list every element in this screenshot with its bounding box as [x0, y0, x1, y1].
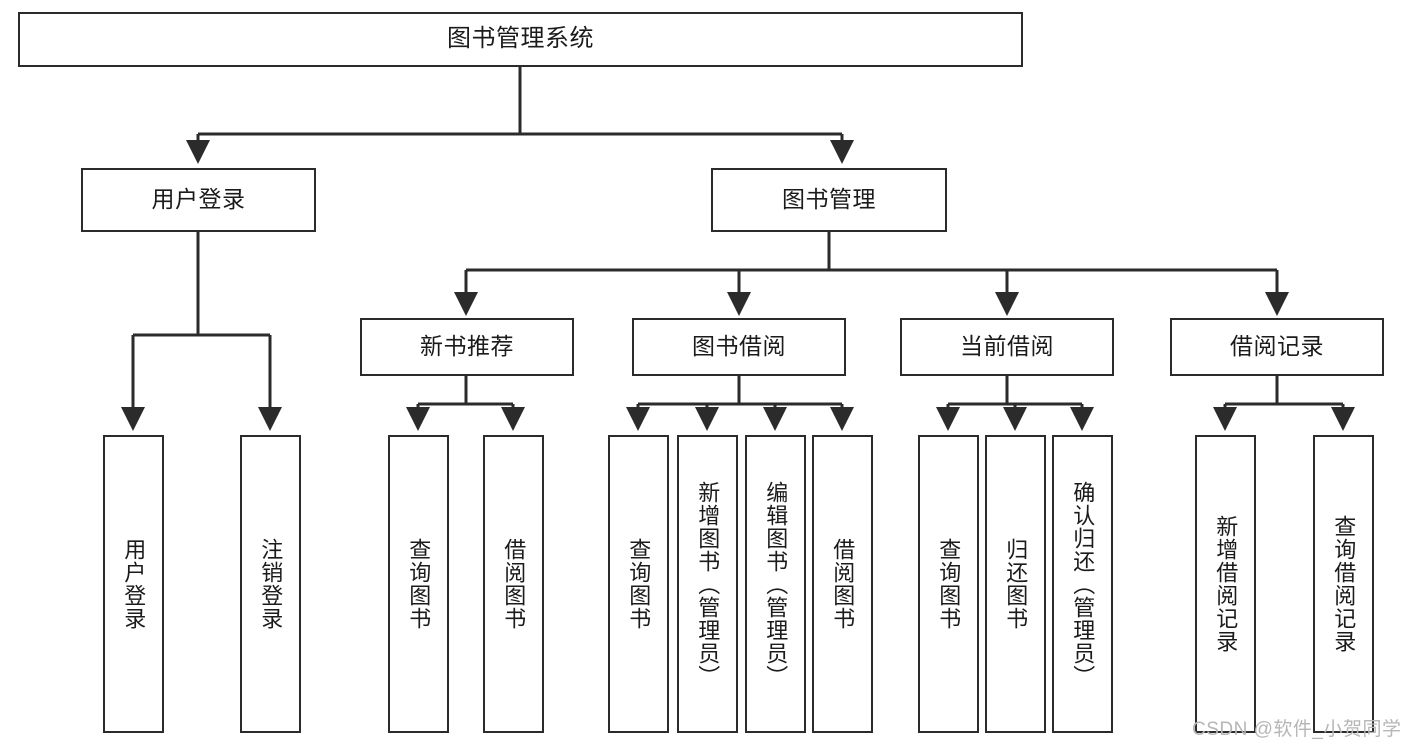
- node-leaf-borrow-book-recommend[interactable]: 借阅图书: [483, 435, 544, 733]
- node-leaf-confirm-return-admin[interactable]: 确认归还（管理员）: [1052, 435, 1113, 733]
- node-label: 查询图书: [936, 538, 962, 630]
- node-label: 查询图书: [626, 538, 652, 630]
- node-leaf-borrow-book[interactable]: 借阅图书: [812, 435, 873, 733]
- node-leaf-logout-login[interactable]: 注销登录: [240, 435, 301, 733]
- node-borrow-record[interactable]: 借阅记录: [1170, 318, 1384, 376]
- node-label: 编辑图书（管理员）: [763, 480, 789, 688]
- node-label: 新增图书（管理员）: [695, 480, 721, 688]
- node-label: 查询借阅记录: [1331, 515, 1357, 653]
- node-label: 图书管理: [782, 186, 876, 213]
- node-leaf-query-book-current[interactable]: 查询图书: [918, 435, 979, 733]
- node-label: 确认归还（管理员）: [1070, 480, 1096, 688]
- node-label: 归还图书: [1003, 538, 1029, 630]
- node-book-management[interactable]: 图书管理: [711, 168, 947, 232]
- node-leaf-add-book-admin[interactable]: 新增图书（管理员）: [677, 435, 738, 733]
- node-leaf-query-book-borrow[interactable]: 查询图书: [608, 435, 669, 733]
- node-label: 借阅图书: [501, 538, 527, 630]
- node-label: 用户登录: [151, 186, 246, 213]
- node-label: 图书管理系统: [447, 25, 594, 53]
- node-label: 注销登录: [258, 538, 284, 630]
- node-label: 新书推荐: [420, 333, 514, 360]
- node-label: 图书借阅: [692, 333, 786, 360]
- node-leaf-return-book[interactable]: 归还图书: [985, 435, 1046, 733]
- node-book-borrow[interactable]: 图书借阅: [632, 318, 846, 376]
- node-leaf-query-book-recommend[interactable]: 查询图书: [388, 435, 449, 733]
- node-leaf-edit-book-admin[interactable]: 编辑图书（管理员）: [745, 435, 806, 733]
- node-label: 借阅记录: [1230, 333, 1324, 360]
- node-leaf-add-borrow-record[interactable]: 新增借阅记录: [1195, 435, 1256, 733]
- node-label: 新增借阅记录: [1213, 515, 1239, 653]
- node-label: 借阅图书: [830, 538, 856, 630]
- node-label: 当前借阅: [960, 333, 1054, 360]
- node-new-book-recommend[interactable]: 新书推荐: [360, 318, 574, 376]
- node-leaf-query-borrow-record[interactable]: 查询借阅记录: [1313, 435, 1374, 733]
- node-user-login[interactable]: 用户登录: [81, 168, 316, 232]
- node-current-borrow[interactable]: 当前借阅: [900, 318, 1114, 376]
- node-label: 用户登录: [121, 538, 147, 630]
- node-label: 查询图书: [406, 538, 432, 630]
- node-leaf-user-login[interactable]: 用户登录: [103, 435, 164, 733]
- node-root-book-management-system[interactable]: 图书管理系统: [18, 12, 1023, 67]
- csdn-watermark: CSDN @软件_小贺同学: [1192, 719, 1402, 740]
